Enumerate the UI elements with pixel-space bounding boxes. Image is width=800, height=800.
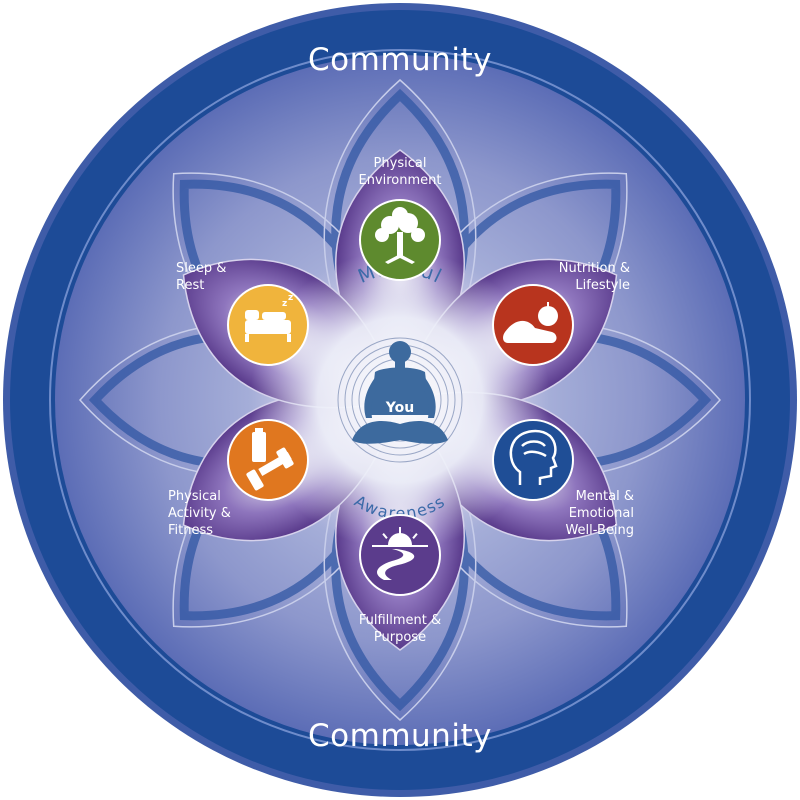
bed-icon: z z (227, 284, 309, 366)
domain-label-nutrition-lifestyle: Nutrition & Lifestyle (558, 261, 630, 293)
brain-head-icon (492, 419, 574, 501)
meditating-person-icon (352, 341, 448, 444)
community-label-top: Community (308, 42, 492, 78)
domain-label-physical-activity: Physical Activity & Fitness (168, 489, 231, 538)
you-label: You (385, 400, 415, 416)
sunrise-path-icon (359, 514, 441, 596)
domain-label-sleep-rest: Sleep & Rest (176, 261, 227, 293)
domain-label-mental-emotional: Mental & Emotional Well-Being (565, 489, 634, 538)
inner-ring-line (49, 49, 751, 751)
domain-label-fulfillment-purpose: Fulfillment & Purpose (358, 613, 442, 645)
shoe-apple-icon (492, 284, 574, 366)
tree-icon (359, 199, 441, 281)
domain-label-physical-environment: Physical Environment (358, 156, 442, 188)
svg-text:z: z (282, 299, 287, 309)
svg-text:z: z (288, 293, 293, 303)
community-label-bottom: Community (308, 718, 492, 754)
dumbbell-bottle-icon (227, 419, 309, 501)
